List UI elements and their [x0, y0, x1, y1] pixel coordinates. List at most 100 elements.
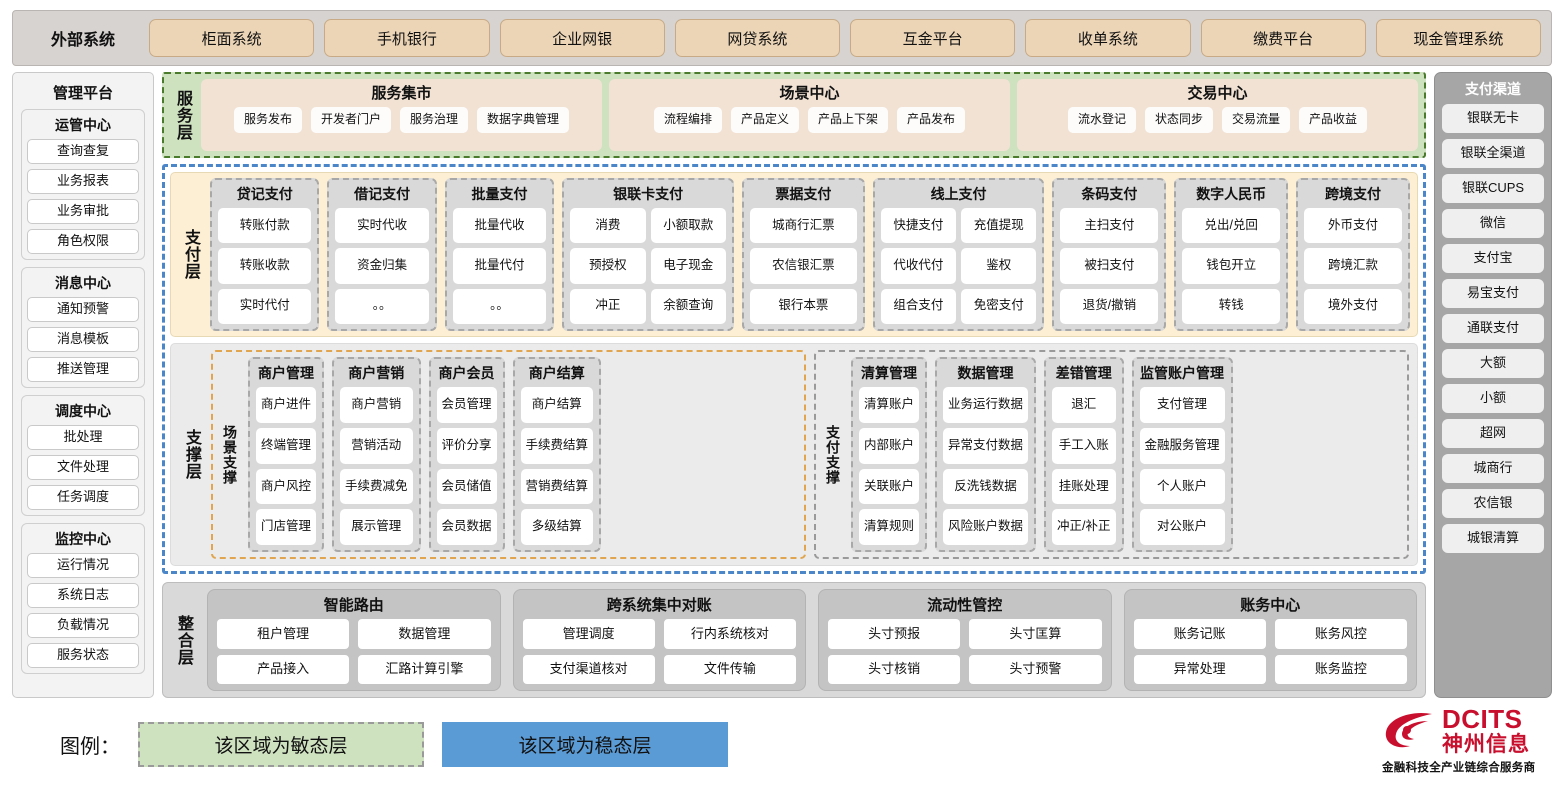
management-item[interactable]: 负载情况	[27, 613, 139, 638]
payment-channel-item[interactable]: 通联支付	[1442, 314, 1544, 343]
category-item[interactable]: 。。	[452, 288, 547, 324]
integration-item[interactable]: 头寸匡算	[969, 619, 1102, 649]
external-system-chip[interactable]: 缴费平台	[1200, 19, 1366, 57]
category-item[interactable]: 境外支付	[1304, 288, 1402, 324]
payment-channel-item[interactable]: 支付宝	[1442, 244, 1544, 273]
management-item[interactable]: 服务状态	[27, 643, 139, 668]
service-item[interactable]: 产品发布	[897, 107, 966, 133]
category-item[interactable]: 鉴权	[961, 248, 1037, 284]
category-item[interactable]: 对公账户	[1139, 509, 1225, 545]
payment-channel-item[interactable]: 银联无卡	[1442, 104, 1544, 133]
category-item[interactable]: 反洗钱数据	[943, 468, 1029, 505]
external-system-chip[interactable]: 柜面系统	[149, 19, 315, 57]
category-item[interactable]: 金融服务管理	[1139, 427, 1225, 464]
integration-item[interactable]: 头寸预警	[969, 654, 1102, 684]
payment-channel-item[interactable]: 城银清算	[1442, 524, 1544, 553]
category-item[interactable]: 资金归集	[335, 248, 429, 284]
category-item[interactable]: 会员管理	[436, 387, 497, 423]
category-item[interactable]: 内部账户	[859, 427, 920, 464]
service-item[interactable]: 流程编排	[653, 107, 722, 133]
category-item[interactable]: 批量代付	[452, 248, 547, 284]
category-item[interactable]: 个人账户	[1139, 468, 1225, 505]
category-item[interactable]: 会员数据	[436, 509, 497, 545]
category-item[interactable]: 退货/撤销	[1060, 288, 1159, 324]
category-item[interactable]: 组合支付	[880, 288, 957, 324]
category-item[interactable]: 关联账户	[859, 468, 920, 505]
service-item[interactable]: 产品定义	[730, 107, 799, 133]
payment-channel-item[interactable]: 易宝支付	[1442, 279, 1544, 308]
payment-channel-item[interactable]: 小额	[1442, 384, 1544, 413]
category-item[interactable]: 城商行汇票	[749, 208, 857, 244]
payment-channel-item[interactable]: 超网	[1442, 419, 1544, 448]
category-item[interactable]: 多级结算	[520, 509, 594, 545]
category-item[interactable]: 批量代收	[452, 208, 547, 244]
service-item[interactable]: 产品上下架	[808, 107, 889, 133]
service-item[interactable]: 产品收益	[1299, 107, 1368, 133]
category-item[interactable]: 。。	[335, 288, 429, 324]
category-item[interactable]: 快捷支付	[880, 208, 957, 244]
category-item[interactable]: 跨境汇款	[1304, 248, 1402, 284]
category-item[interactable]: 手工入账	[1052, 427, 1116, 464]
integration-item[interactable]: 账务监控	[1274, 654, 1407, 684]
payment-channel-item[interactable]: 城商行	[1442, 454, 1544, 483]
integration-item[interactable]: 头寸核销	[828, 654, 961, 684]
category-item[interactable]: 会员储值	[436, 468, 497, 505]
service-item[interactable]: 流水登记	[1067, 107, 1136, 133]
category-item[interactable]: 商户结算	[520, 387, 594, 423]
integration-item[interactable]: 账务风控	[1274, 619, 1407, 649]
category-item[interactable]: 钱包开立	[1182, 248, 1281, 284]
integration-item[interactable]: 行内系统核对	[663, 619, 796, 649]
service-item[interactable]: 开发者门户	[310, 107, 391, 133]
category-item[interactable]: 小额取款	[650, 208, 726, 244]
service-item[interactable]: 服务发布	[233, 107, 302, 133]
integration-item[interactable]: 异常处理	[1133, 654, 1266, 684]
category-item[interactable]: 营销活动	[340, 427, 413, 464]
category-item[interactable]: 免密支付	[961, 288, 1037, 324]
category-item[interactable]: 门店管理	[256, 509, 317, 545]
category-item[interactable]: 转账收款	[218, 248, 312, 284]
category-item[interactable]: 评价分享	[436, 427, 497, 464]
service-item[interactable]: 服务治理	[400, 107, 469, 133]
category-item[interactable]: 终端管理	[256, 427, 317, 464]
category-item[interactable]: 营销费结算	[520, 468, 594, 505]
category-item[interactable]: 商户营销	[340, 387, 413, 423]
integration-item[interactable]: 租户管理	[217, 619, 350, 649]
category-item[interactable]: 实时代付	[218, 288, 312, 324]
management-item[interactable]: 角色权限	[27, 229, 139, 254]
category-item[interactable]: 代收代付	[880, 248, 957, 284]
integration-item[interactable]: 产品接入	[217, 654, 350, 684]
category-item[interactable]: 主扫支付	[1060, 208, 1159, 244]
management-item[interactable]: 运行情况	[27, 553, 139, 578]
service-item[interactable]: 数据字典管理	[477, 107, 570, 133]
external-system-chip[interactable]: 网贷系统	[674, 19, 840, 57]
category-item[interactable]: 挂账处理	[1052, 468, 1116, 505]
service-item[interactable]: 交易流量	[1222, 107, 1291, 133]
category-item[interactable]: 商户进件	[256, 387, 317, 423]
category-item[interactable]: 余额查询	[650, 288, 726, 324]
category-item[interactable]: 冲正	[570, 288, 646, 324]
category-item[interactable]: 兑出/兑回	[1182, 208, 1281, 244]
payment-channel-item[interactable]: 农信银	[1442, 489, 1544, 518]
category-item[interactable]: 手续费减免	[340, 468, 413, 505]
external-system-chip[interactable]: 收单系统	[1025, 19, 1191, 57]
category-item[interactable]: 消费	[570, 208, 646, 244]
management-item[interactable]: 文件处理	[27, 455, 139, 480]
category-item[interactable]: 退汇	[1052, 387, 1116, 423]
management-item[interactable]: 任务调度	[27, 485, 139, 510]
management-item[interactable]: 查询查复	[27, 139, 139, 164]
integration-item[interactable]: 账务记账	[1133, 619, 1266, 649]
category-item[interactable]: 转钱	[1182, 288, 1281, 324]
payment-channel-item[interactable]: 银联全渠道	[1442, 139, 1544, 168]
payment-channel-item[interactable]: 微信	[1442, 209, 1544, 238]
category-item[interactable]: 手续费结算	[520, 427, 594, 464]
category-item[interactable]: 农信银汇票	[749, 248, 857, 284]
management-item[interactable]: 消息模板	[27, 327, 139, 352]
integration-item[interactable]: 头寸预报	[828, 619, 961, 649]
management-item[interactable]: 系统日志	[27, 583, 139, 608]
category-item[interactable]: 冲正/补正	[1052, 509, 1116, 545]
category-item[interactable]: 清算账户	[859, 387, 920, 423]
integration-item[interactable]: 管理调度	[522, 619, 655, 649]
external-system-chip[interactable]: 互金平台	[850, 19, 1016, 57]
category-item[interactable]: 被扫支付	[1060, 248, 1159, 284]
management-item[interactable]: 推送管理	[27, 357, 139, 382]
